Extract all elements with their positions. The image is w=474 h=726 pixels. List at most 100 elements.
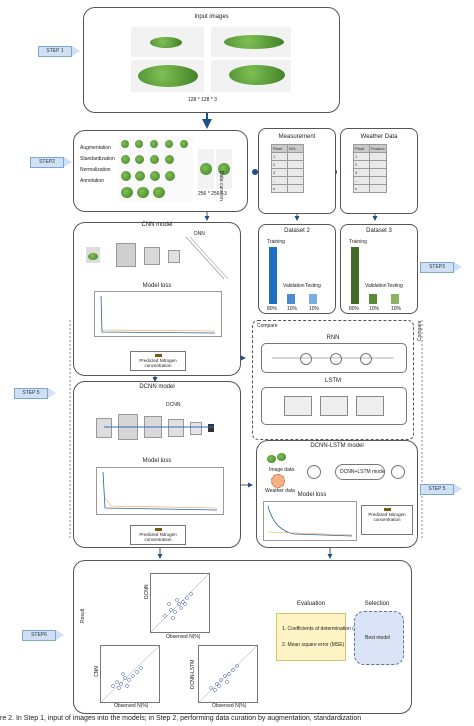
- table-cell: [287, 184, 304, 193]
- table-cell: [369, 184, 387, 193]
- mode-pill: DCNN+LSTM mode: [335, 464, 385, 480]
- dataset2-testing-label: Testing: [305, 283, 321, 289]
- dataset2-validation-label: Validation: [283, 283, 305, 289]
- dcnn-lstm-loss-title: Model loss: [297, 492, 327, 498]
- curated-leaf-image: [198, 149, 214, 189]
- table-cell: n: [271, 184, 288, 193]
- leaf-image: [211, 27, 291, 57]
- dcnn-panel: DCNN model DCNN Model loss Predicted Nit…: [73, 381, 241, 548]
- mode-label: DCNN+LSTM mode: [340, 469, 385, 475]
- dnn-label: DNN: [194, 231, 205, 237]
- dcnn-prediction-label: Predicted Nitrogen concentration: [139, 532, 177, 542]
- op-standardization: Standardization: [80, 156, 115, 162]
- curated-size-label: 256 * 256 * 3: [198, 191, 227, 197]
- dataset2-training-label: Training: [267, 239, 285, 245]
- step6-panel: Result DCNN Observed N(%) CNN Observed N…: [73, 560, 412, 714]
- leaf-image: [131, 27, 204, 57]
- lstm-cell: [356, 396, 384, 416]
- step2-curation-panel: Augmentation Standardization Normalizati…: [73, 130, 248, 212]
- dataset2-title: Dataset 2: [284, 228, 310, 234]
- cnn-loss-title: Model loss: [142, 283, 172, 289]
- image-size-label: 128 * 128 * 3: [188, 97, 217, 103]
- cnn-scatter: [100, 645, 160, 703]
- conv-block: [144, 247, 160, 265]
- leaf-thumbs: [267, 453, 287, 465]
- table-header: Plant: [271, 144, 288, 153]
- table-cell: 1: [271, 152, 288, 161]
- dcnn-prediction-box: Predicted Nitrogen concentration: [130, 525, 186, 545]
- lstm-diagram: [261, 387, 407, 425]
- best-model-label: Best model: [365, 635, 391, 641]
- dataset3-title: Dataset 3: [366, 228, 392, 234]
- dcnn-lstm-prediction-label: Predicted Nitrogen concentration: [368, 512, 406, 522]
- lstm-cell: [320, 396, 348, 416]
- compare-side-label: Compare: [417, 320, 423, 341]
- rnn-diagram: [261, 343, 407, 373]
- dataset2-training-bar: [269, 247, 277, 304]
- observed-label: Observed N(%): [166, 634, 201, 640]
- evaluation-title: Evaluation: [296, 601, 326, 607]
- weather-title: Weather Data: [360, 134, 398, 140]
- dcnn-lstm-prediction-box: Predicted Nitrogen concentration: [361, 505, 413, 535]
- dcnn-architecture: [96, 412, 224, 448]
- eval-item: 1. Coefficients of determination (R²): [282, 626, 361, 632]
- table-cell: [287, 160, 304, 169]
- data-curation-label: Data curation: [218, 171, 224, 201]
- rnn-cell: [300, 353, 312, 365]
- leaf-image: [211, 60, 291, 92]
- best-model-box: Best model: [354, 611, 404, 665]
- table-header: Plant: [353, 144, 370, 153]
- nitrogen-icon: [383, 508, 391, 511]
- step1-panel: Input images 128 * 128 * 3: [83, 7, 340, 113]
- dataset2-pct: 80%: [267, 306, 278, 312]
- dcnn-lstm-scatter: [198, 645, 258, 703]
- dataset2-validation-bar: [287, 294, 295, 304]
- table-cell: 2: [271, 160, 288, 169]
- result-label: Result: [80, 608, 86, 623]
- dcnn-scatter: [150, 573, 210, 633]
- dcnn-inner-label: DCNN: [166, 402, 181, 408]
- rnn-title: RNN: [326, 335, 340, 341]
- dcnn-lstm-title: DCNN-LSTM model: [310, 443, 364, 449]
- table-cell: n: [353, 184, 370, 193]
- table-cell: [369, 168, 387, 177]
- input-node: [307, 465, 321, 479]
- dataset3-pct: 10%: [391, 306, 402, 312]
- step6-badge: STEP6: [22, 630, 64, 641]
- rnn-cell: [330, 353, 342, 365]
- dataset2-pct: 10%: [287, 306, 298, 312]
- compare-label: Compare: [257, 323, 278, 329]
- table-cell: [369, 176, 387, 185]
- dcnn-lstm-loss-chart: [263, 501, 357, 541]
- dataset3-training-bar: [351, 247, 359, 304]
- compare-panel: Compare RNN LSTM Compare: [252, 320, 423, 440]
- dataset2-pct: 10%: [309, 306, 320, 312]
- conv-block: [168, 250, 180, 263]
- measurement-title: Measurement: [278, 134, 316, 140]
- dataset3-panel: Dataset 3 Training Validation Testing 80…: [340, 224, 418, 314]
- dcnn-loss-chart: [96, 467, 224, 515]
- table-cell: ...: [271, 176, 288, 185]
- cnn-prediction-label: Predicted Nitrogen concentration: [139, 358, 177, 368]
- table-cell: [287, 168, 304, 177]
- table-cell: 3: [271, 168, 288, 177]
- dataset3-pct: 80%: [349, 306, 360, 312]
- step3-badge: STEP3: [420, 262, 462, 273]
- conv-block: [116, 243, 136, 267]
- selection-title: Selection: [364, 601, 390, 607]
- nitrogen-icon: [154, 354, 162, 357]
- observed-label: Observed N(%): [212, 703, 247, 709]
- table-header: Feature: [369, 144, 387, 153]
- op-normalization: Normalization: [80, 167, 111, 173]
- step5-badge: STEP 5: [420, 484, 462, 495]
- dcnn-lstm-panel: DCNN-LSTM model Image data Weather data …: [256, 440, 418, 548]
- dataset2-testing-bar: [309, 294, 317, 304]
- output-node: [391, 465, 405, 479]
- leaf-image: [131, 60, 204, 92]
- table-cell: [369, 152, 387, 161]
- image-data-label: Image data: [269, 467, 295, 473]
- dcnn-loss-title: Model loss: [142, 458, 172, 464]
- cnn-loss-chart: [94, 291, 222, 337]
